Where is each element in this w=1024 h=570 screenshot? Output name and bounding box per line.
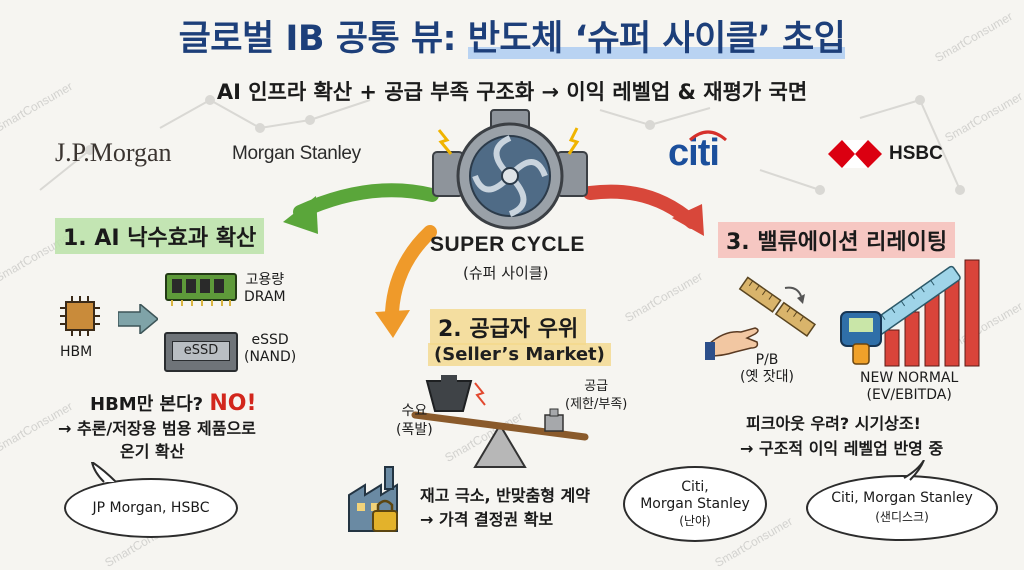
section1-question: HBM만 본다? NO!: [90, 393, 257, 416]
new-normal-label: NEW NORMAL (EV/EBITDA): [860, 370, 959, 403]
citi-arc-icon: [689, 130, 727, 141]
orange-arrowhead-icon: [375, 310, 410, 338]
citi-logo: citi: [668, 132, 720, 174]
factory-lock-icon: [348, 466, 398, 532]
essd-drive-icon: eSSD: [164, 332, 238, 372]
broken-ruler-hand-icon: [705, 276, 817, 360]
turbine-icon: [432, 109, 588, 230]
section1-source-bubble: JP Morgan, HSBC: [64, 478, 238, 538]
page-subtitle: AI 인프라 확산 + 공급 부족 구조화 → 이익 레벨업 & 재평가 국면: [216, 80, 808, 104]
section2-source-bubble: Citi, Morgan Stanley (난야): [623, 466, 767, 542]
bubble-text: JP Morgan, HSBC: [92, 500, 210, 516]
jpmorgan-logo: J.P.Morgan: [55, 138, 172, 167]
section1-point-line2: 온기 확산: [120, 442, 185, 461]
title-prefix: 글로벌 IB 공통 뷰:: [178, 19, 457, 59]
title-highlight: 반도체 ‘슈퍼 사이클’ 초입: [467, 19, 846, 59]
dram-label: 고용량 DRAM: [244, 272, 286, 305]
green-arrow-icon: [293, 183, 439, 219]
supply-label: 공급 (제한/부족): [565, 379, 628, 412]
section1-point-line1: → 추론/저장용 범용 제품으로: [58, 419, 256, 438]
morgan-stanley-logo: Morgan Stanley: [232, 143, 361, 164]
section3-source-bubble: Citi, Morgan Stanley (샌디스크): [806, 475, 998, 541]
red-arrowhead-icon: [672, 204, 704, 236]
section3-point-line2: → 구조적 이익 레벨업 반영 중: [740, 439, 944, 458]
section2-point-line1: 재고 극소, 반맞춤형 계약: [420, 486, 590, 505]
demand-label: 수요 (폭발): [396, 403, 433, 438]
pb-label: P/B (옛 잣대): [740, 352, 795, 385]
bubble-tail-icon: [90, 462, 117, 483]
essd-label: eSSD (NAND): [244, 332, 297, 365]
no-text: NO!: [209, 391, 257, 416]
right-arrow-icon: [118, 304, 158, 334]
bubble-line3: (난야): [679, 513, 711, 528]
bubble-tail-icon: [903, 460, 925, 481]
section2-heading: 2. 공급자 우위: [430, 309, 587, 345]
center-sublabel: (슈퍼 사이클): [463, 264, 549, 282]
dram-module-icon: [165, 273, 237, 306]
section3-point-line1: 피크아웃 우려? 시기상조!: [746, 414, 921, 433]
hsbc-hexagon-icon: [828, 140, 882, 168]
green-arrowhead-icon: [283, 196, 318, 234]
center-label: SUPER CYCLE: [430, 233, 585, 256]
section2-subheading: (Seller’s Market): [428, 343, 611, 366]
question-text: HBM만 본다?: [90, 394, 204, 415]
section2-point-line2: → 가격 결정권 확보: [420, 510, 554, 529]
seesaw-scale-icon: [411, 375, 589, 468]
orange-arrow-icon: [385, 225, 437, 319]
growth-meter-icon: [840, 259, 980, 367]
hsbc-logo: HSBC: [889, 143, 943, 164]
bubble-line2: Morgan Stanley: [640, 495, 750, 512]
bubble-line1: Citi,: [681, 478, 709, 495]
hbm-chip-icon: [60, 296, 100, 336]
bubble-line2: (샌디스크): [875, 510, 929, 524]
section1-heading: 1. AI 낙수효과 확산: [55, 218, 265, 254]
bubble-line1: Citi, Morgan Stanley: [831, 490, 973, 506]
section3-heading: 3. 밸류에이션 리레이팅: [718, 222, 956, 258]
essd-chip-label: eSSD: [172, 341, 230, 361]
page-title: 글로벌 IB 공통 뷰: 반도체 ‘슈퍼 사이클’ 초입: [0, 10, 1024, 61]
hbm-label: HBM: [60, 344, 93, 360]
